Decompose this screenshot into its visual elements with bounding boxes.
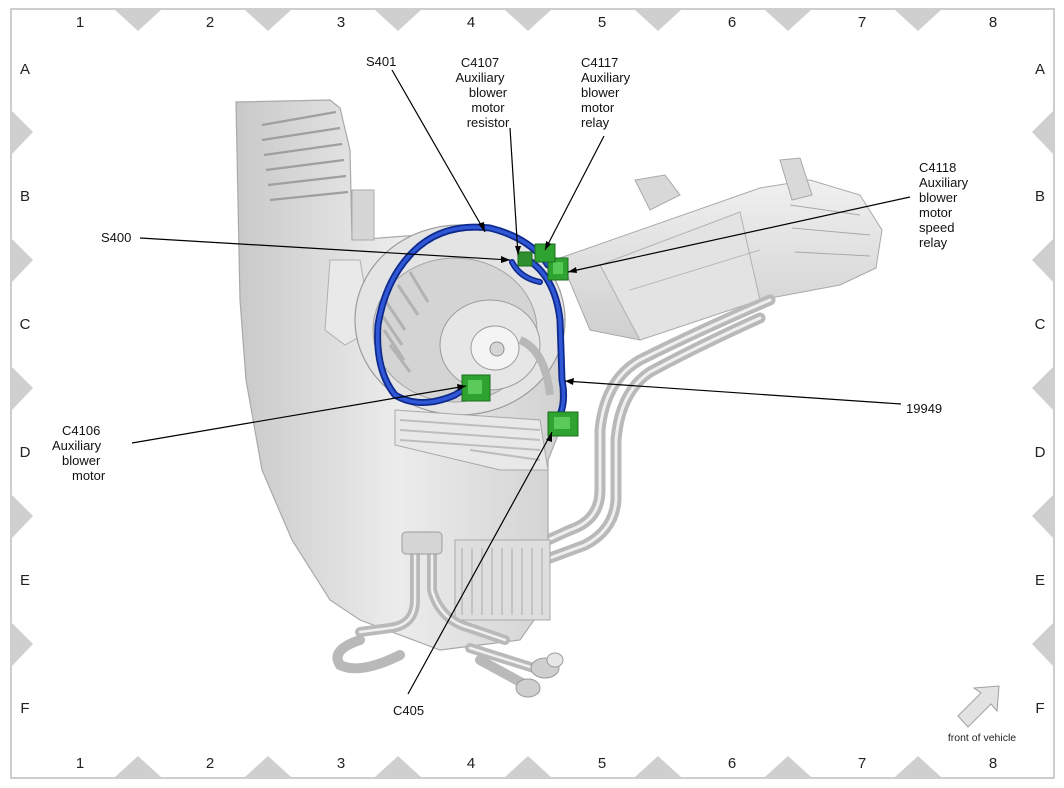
grid-row-label: C xyxy=(20,316,31,333)
duct-extension xyxy=(559,157,883,341)
callout-label: blower xyxy=(581,85,620,100)
callout-label: relay xyxy=(581,115,610,130)
grid-col-label: 4 xyxy=(467,14,475,31)
callout-label: 19949 xyxy=(906,401,942,416)
grid-markers xyxy=(11,10,1054,777)
grid-col-label: 8 xyxy=(989,14,997,31)
callout-label: blower xyxy=(62,453,101,468)
grid-col-label: 7 xyxy=(858,14,866,31)
coolant-pipes xyxy=(542,294,776,564)
grid-row-label: A xyxy=(1035,61,1045,78)
leader-s401 xyxy=(391,69,486,233)
callout-c4106: C4106 Auxiliary blower motor xyxy=(52,423,106,483)
callout-label: blower xyxy=(919,190,958,205)
leader-c4106 xyxy=(131,385,467,444)
callout-label: motor xyxy=(471,100,505,115)
callout-label: C4117 xyxy=(581,55,618,70)
callout-c4118: C4118 Auxiliary blower motor speed relay xyxy=(919,160,969,250)
callout-label: blower xyxy=(469,85,508,100)
grid-row-label: C xyxy=(1035,316,1046,333)
connector-c4118 xyxy=(547,257,569,281)
callout-label: Auxiliary xyxy=(919,175,969,190)
leader-s400 xyxy=(139,237,511,261)
callout-label: resistor xyxy=(467,115,510,130)
callout-s400: S400 xyxy=(101,230,131,245)
callout-label: C405 xyxy=(393,703,424,718)
connector-c4106 xyxy=(461,374,491,402)
grid-col-label: 6 xyxy=(728,755,736,772)
callout-s401: S401 xyxy=(366,54,396,69)
callout-label: Auxiliary xyxy=(455,70,505,85)
leader-c4107 xyxy=(509,127,519,256)
leader-c4118 xyxy=(567,196,911,273)
grid-row-label: B xyxy=(1035,188,1045,205)
grid-col-label: 1 xyxy=(76,14,84,31)
leader-arrowheads xyxy=(457,222,577,442)
arrow-up-right-icon xyxy=(957,685,1000,728)
heater-core xyxy=(394,409,551,621)
grid-col-label: 2 xyxy=(206,14,214,31)
callout-c4107: C4107 Auxiliary blower motor resistor xyxy=(455,55,510,130)
callout-label: Auxiliary xyxy=(52,438,102,453)
grid-row-label: F xyxy=(20,700,29,717)
callout-label: speed xyxy=(919,220,954,235)
grid-columns-top: 1 2 3 4 5 6 7 8 xyxy=(76,14,997,31)
callout-label: S400 xyxy=(101,230,131,245)
callout-label: C4107 xyxy=(461,55,499,70)
callout-c4117: C4117 Auxiliary blower motor relay xyxy=(581,55,631,130)
grid-rows-left: A B C D E F xyxy=(20,61,31,717)
connector-c405 xyxy=(547,411,579,437)
grid-col-label: 2 xyxy=(206,755,214,772)
grid-col-label: 6 xyxy=(728,14,736,31)
grid-col-label: 3 xyxy=(337,755,345,772)
wiring-harness-19949 xyxy=(374,223,568,419)
callout-label: motor xyxy=(72,468,106,483)
grid-rows-right: A B C D E F xyxy=(1035,61,1046,717)
callout-c405: C405 xyxy=(393,703,424,718)
grid-row-label: E xyxy=(1035,572,1045,589)
grid-row-label: A xyxy=(20,61,30,78)
grid-col-label: 5 xyxy=(598,14,606,31)
grid-columns-bottom: 1 2 3 4 5 6 7 8 xyxy=(76,755,997,772)
callout-label: motor xyxy=(919,205,953,220)
leader-19949 xyxy=(564,380,902,405)
grid-col-label: 7 xyxy=(858,755,866,772)
connectors xyxy=(461,243,579,437)
hvac-assembly-illustration xyxy=(235,99,883,698)
orientation-indicator: front of vehicle xyxy=(948,685,1016,744)
callout-label: C4118 xyxy=(919,160,956,175)
blower-fan xyxy=(354,224,566,416)
connector-c4117 xyxy=(534,243,556,263)
grid-row-label: F xyxy=(1035,700,1044,717)
callout-label: C4106 xyxy=(62,423,100,438)
grid-col-label: 4 xyxy=(467,755,475,772)
grid-col-label: 5 xyxy=(598,755,606,772)
orientation-label: front of vehicle xyxy=(948,732,1016,744)
grid-col-label: 1 xyxy=(76,755,84,772)
grid-row-label: B xyxy=(20,188,30,205)
leader-lines xyxy=(131,69,911,695)
bottom-pipes xyxy=(332,531,564,698)
callout-label: relay xyxy=(919,235,948,250)
connector-c4107 xyxy=(517,251,533,267)
callout-label: motor xyxy=(581,100,615,115)
leader-c405 xyxy=(407,431,553,695)
callout-label: Auxiliary xyxy=(581,70,631,85)
grid-row-label: D xyxy=(20,444,31,461)
grid-row-label: E xyxy=(20,572,30,589)
grid-col-label: 3 xyxy=(337,14,345,31)
grid-col-label: 8 xyxy=(989,755,997,772)
grid-row-label: D xyxy=(1035,444,1046,461)
callout-label: S401 xyxy=(366,54,396,69)
callout-19949: 19949 xyxy=(906,401,942,416)
leader-c4117 xyxy=(544,135,605,251)
